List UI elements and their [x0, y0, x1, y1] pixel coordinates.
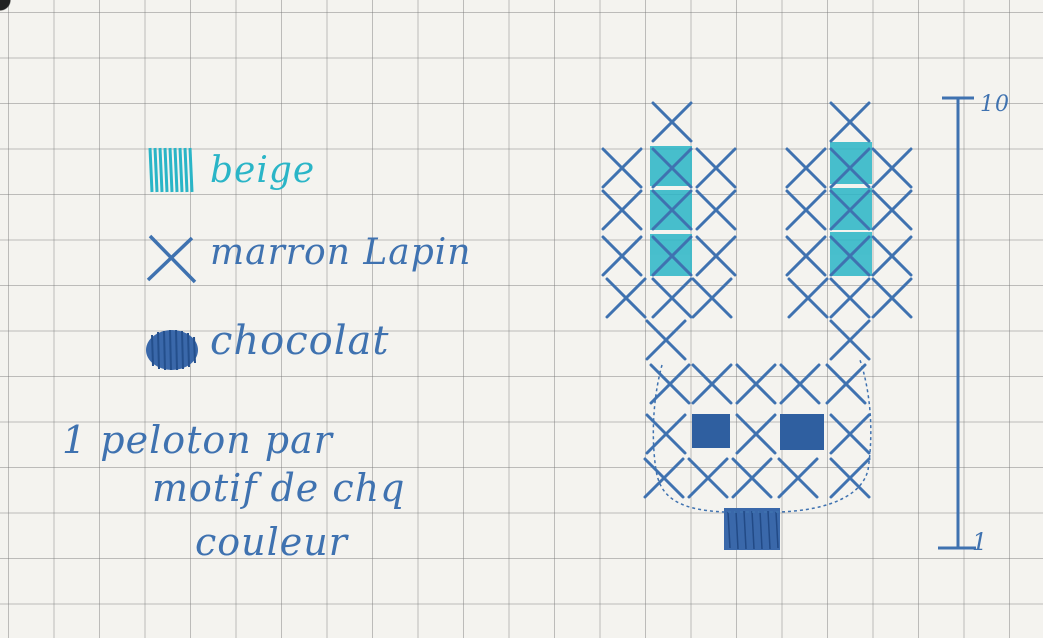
chocolat-swatch — [146, 330, 198, 370]
legend-label-beige: beige — [210, 150, 315, 191]
marron-cross-stitch — [697, 191, 735, 229]
note-line-2: motif de chq — [152, 466, 405, 510]
marron-cross-stitch — [873, 279, 911, 317]
marron-cross-stitch — [789, 279, 827, 317]
marron-cross-stitch — [603, 237, 641, 275]
beige-swatch — [150, 148, 192, 192]
marron-cross-stitch — [603, 191, 641, 229]
marron-cross-stitch — [827, 365, 865, 403]
marron-cross-stitch — [607, 279, 645, 317]
marron-cross-stitch — [787, 149, 825, 187]
scale-label-top: 10 — [980, 92, 1010, 117]
marron-cross-stitch — [733, 459, 771, 497]
marron-cross-stitch — [697, 237, 735, 275]
marron-cross-stitch — [781, 365, 819, 403]
legend-label-marron: marron Lapin — [210, 232, 471, 273]
legend-label-chocolat: chocolat — [210, 318, 389, 364]
marron-cross-symbol — [148, 236, 195, 282]
marron-cross-stitch — [647, 415, 685, 453]
marron-cross-stitch — [787, 237, 825, 275]
marron-cross-stitch — [831, 459, 869, 497]
marron-cross-stitch — [647, 321, 685, 359]
marron-cross-stitch — [693, 279, 731, 317]
marron-cross-stitch — [779, 459, 817, 497]
note-line-1: 1 peloton par — [62, 418, 333, 462]
marron-cross-stitch — [831, 279, 869, 317]
marron-cross-stitch — [737, 415, 775, 453]
marron-cross-stitch — [873, 237, 911, 275]
note-line-3: couleur — [195, 520, 348, 564]
marron-cross-stitch — [651, 365, 689, 403]
marron-cross-stitch — [603, 149, 641, 187]
marron-cross-stitch — [693, 365, 731, 403]
marron-cross-stitch — [831, 415, 869, 453]
marron-cross-stitch — [737, 365, 775, 403]
marron-cross-stitch — [653, 279, 691, 317]
marron-cross-stitch — [787, 191, 825, 229]
marron-cross-stitch — [873, 191, 911, 229]
marron-cross-stitch — [873, 149, 911, 187]
scale-bar — [938, 98, 976, 548]
marron-cross-stitch — [697, 149, 735, 187]
scale-label-bottom: 1 — [972, 528, 988, 556]
beige-cells — [650, 142, 872, 276]
marron-cross-stitch — [689, 459, 727, 497]
marron-cross-stitch — [653, 103, 691, 141]
marron-cross-stitch — [831, 321, 869, 359]
marron-cross-stitch — [831, 103, 869, 141]
